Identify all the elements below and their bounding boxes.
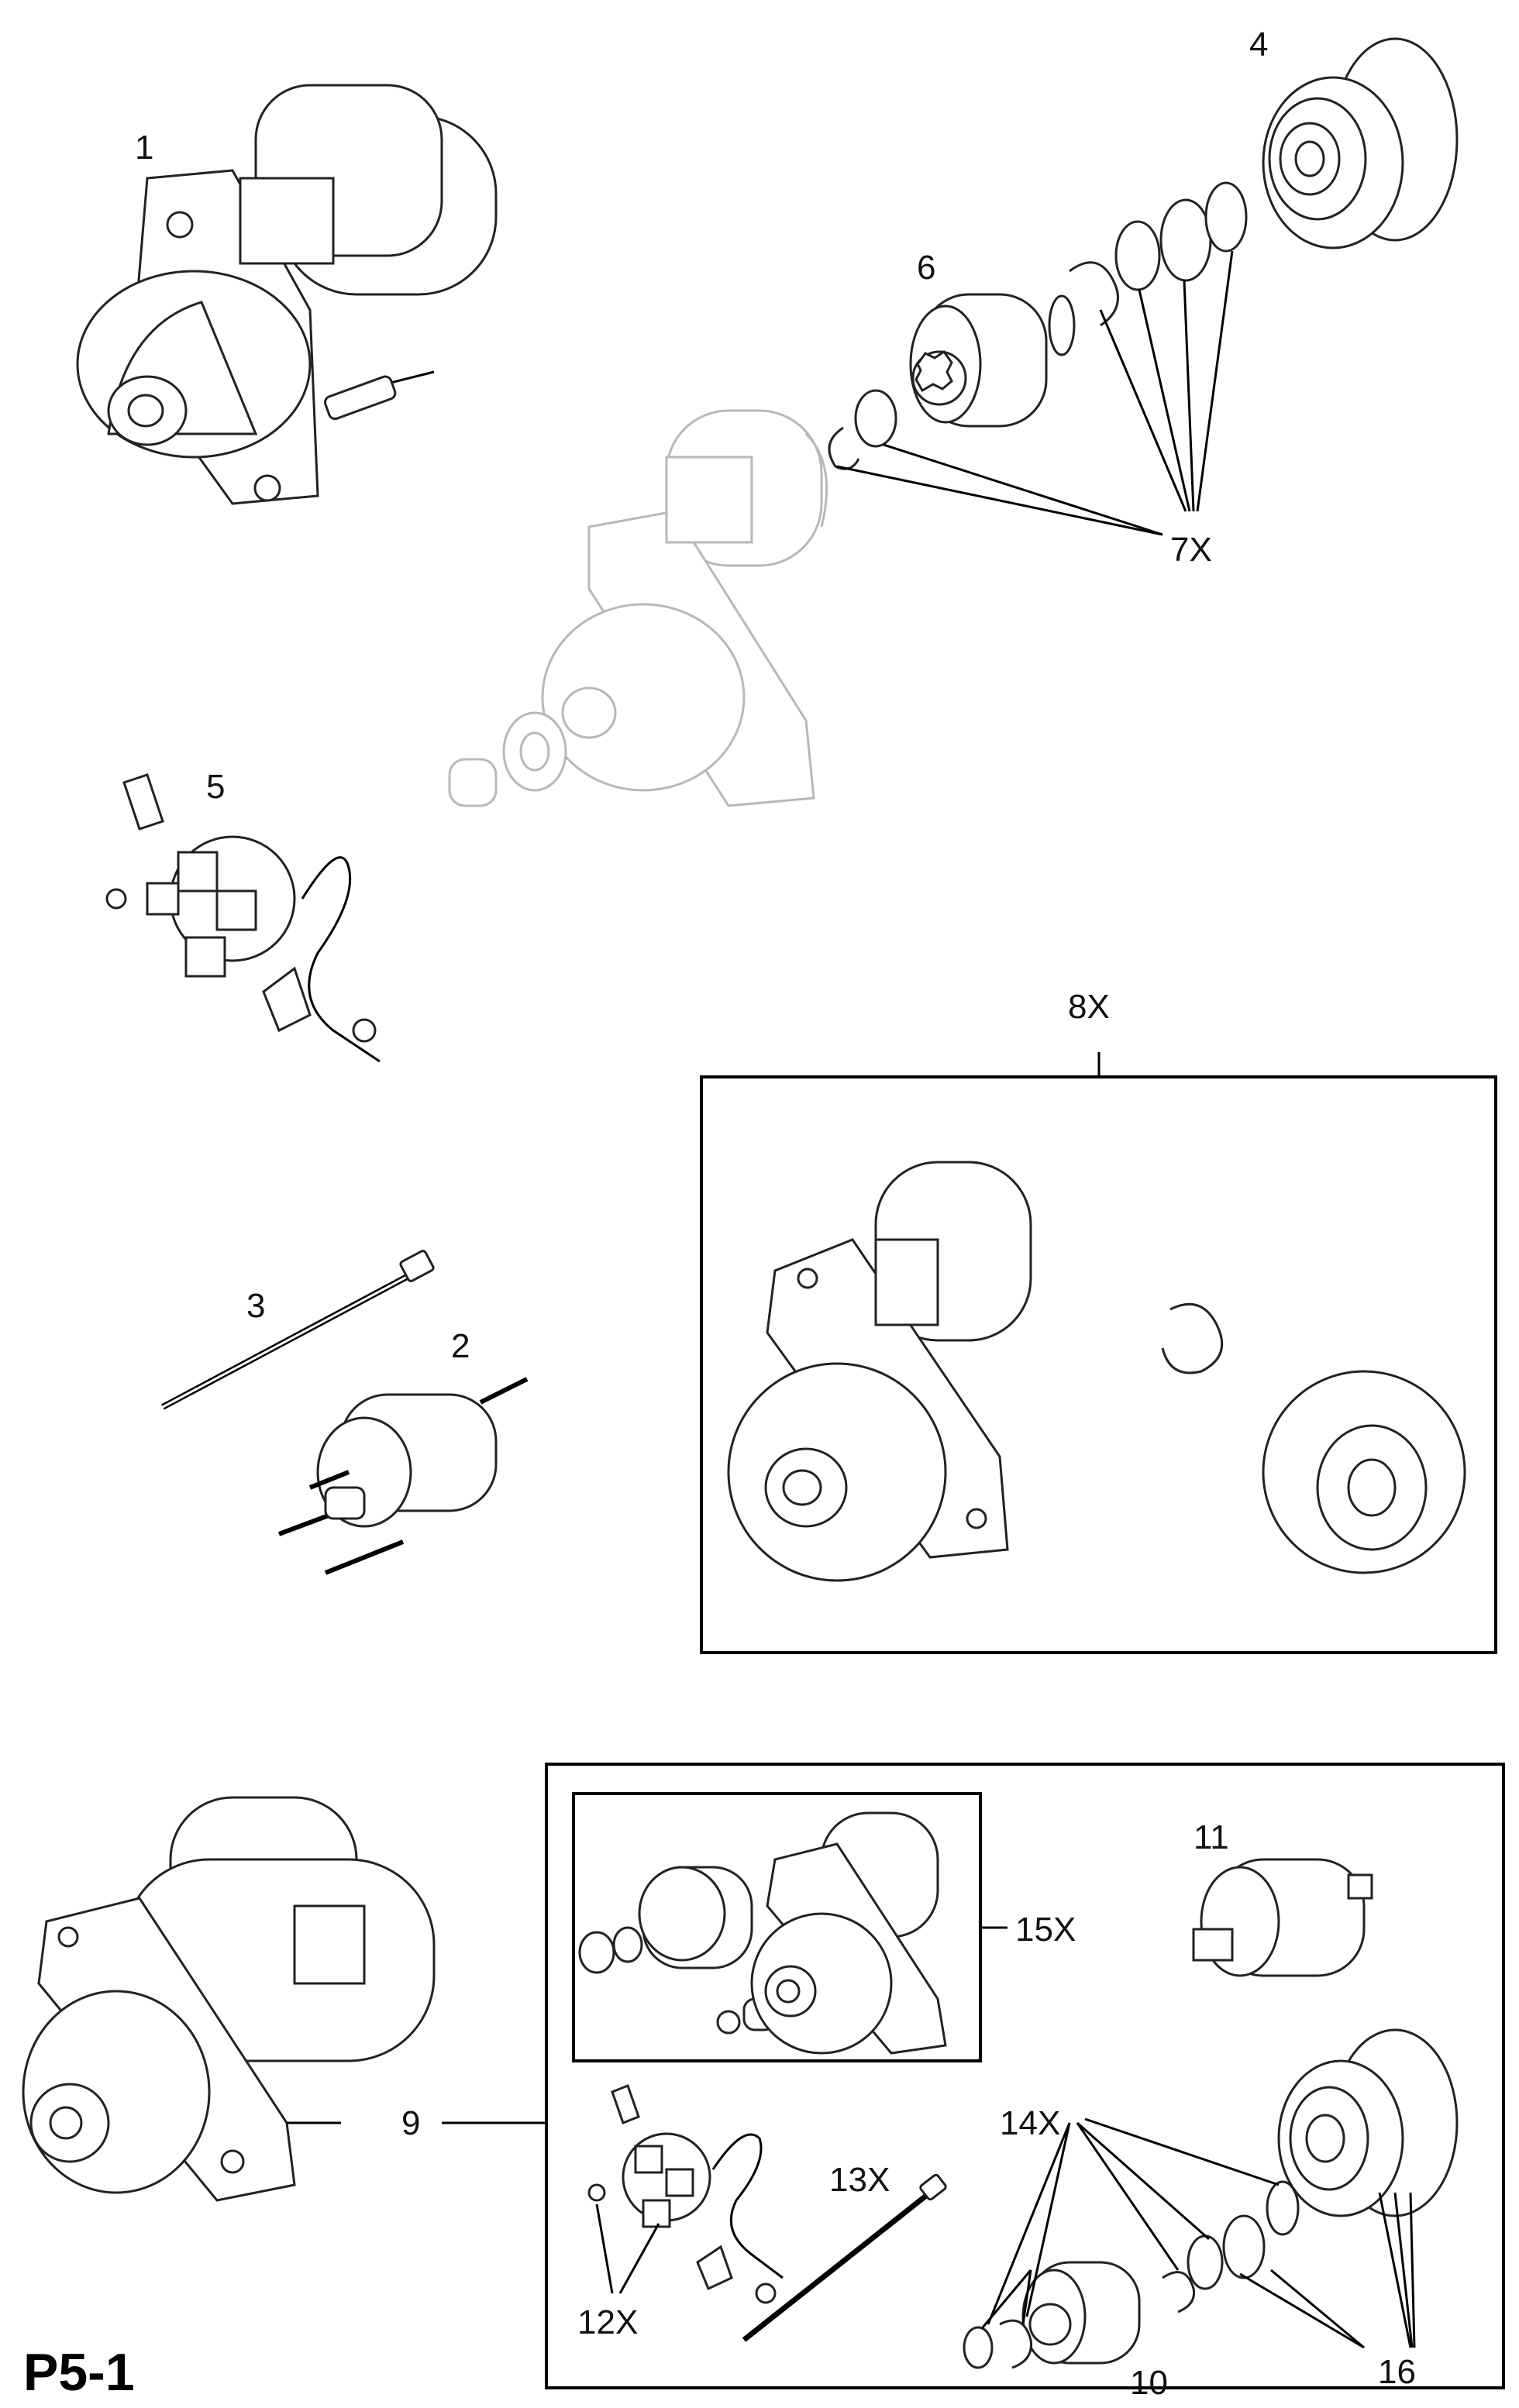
callout-6: 6	[917, 249, 935, 287]
callout-8x: 8X	[1068, 988, 1110, 1026]
ring-clip-set-part-7x[interactable]	[828, 181, 1248, 536]
callout-3: 3	[246, 1287, 265, 1325]
solenoid-part-2[interactable]	[277, 1377, 529, 1575]
through-bolt-part-3[interactable]	[161, 1250, 435, 1410]
ring-clip-set-part-14x[interactable]	[963, 2117, 1300, 2369]
pinion-drive-part-6[interactable]	[909, 293, 1076, 428]
drive-kit-part-15x[interactable]	[578, 1811, 1008, 2055]
callout-4: 4	[1249, 26, 1268, 64]
page-code: P5-1	[23, 2343, 135, 2402]
callout-16: 16	[1378, 2353, 1416, 2391]
callout-1: 1	[135, 129, 153, 167]
reference-starter-outline	[448, 409, 828, 807]
starter-assembly-part-8x[interactable]	[727, 1161, 1466, 1582]
brush-holder-part-5[interactable]	[105, 773, 381, 1063]
starter-motor-part-9[interactable]	[22, 1796, 546, 2202]
starter-motor-part-1[interactable]	[76, 84, 498, 505]
drive-end-housing-part-4[interactable]	[1262, 37, 1459, 249]
callout-9: 9	[401, 2104, 420, 2142]
callout-7x: 7X	[1170, 531, 1212, 569]
solenoid-part-11[interactable]	[1192, 1858, 1373, 1977]
drive-end-housing-part-16[interactable]	[1239, 2028, 1459, 2349]
callout-11: 11	[1194, 1818, 1229, 1856]
callout-10: 10	[1130, 2364, 1168, 2402]
callout-2: 2	[451, 1327, 470, 1365]
callout-5: 5	[206, 768, 225, 806]
kit-box-8x	[700, 1052, 1497, 1654]
pinion-drive-part-10[interactable]	[1021, 2261, 1141, 2365]
brush-holder-part-12x[interactable]	[587, 2084, 784, 2304]
bolt-part-13x[interactable]	[742, 2173, 947, 2342]
callout-15x: 15X	[1015, 1911, 1076, 1949]
callout-14x: 14X	[1000, 2104, 1060, 2142]
callout-12x: 12X	[577, 2303, 638, 2341]
callout-13x: 13X	[829, 2161, 890, 2199]
